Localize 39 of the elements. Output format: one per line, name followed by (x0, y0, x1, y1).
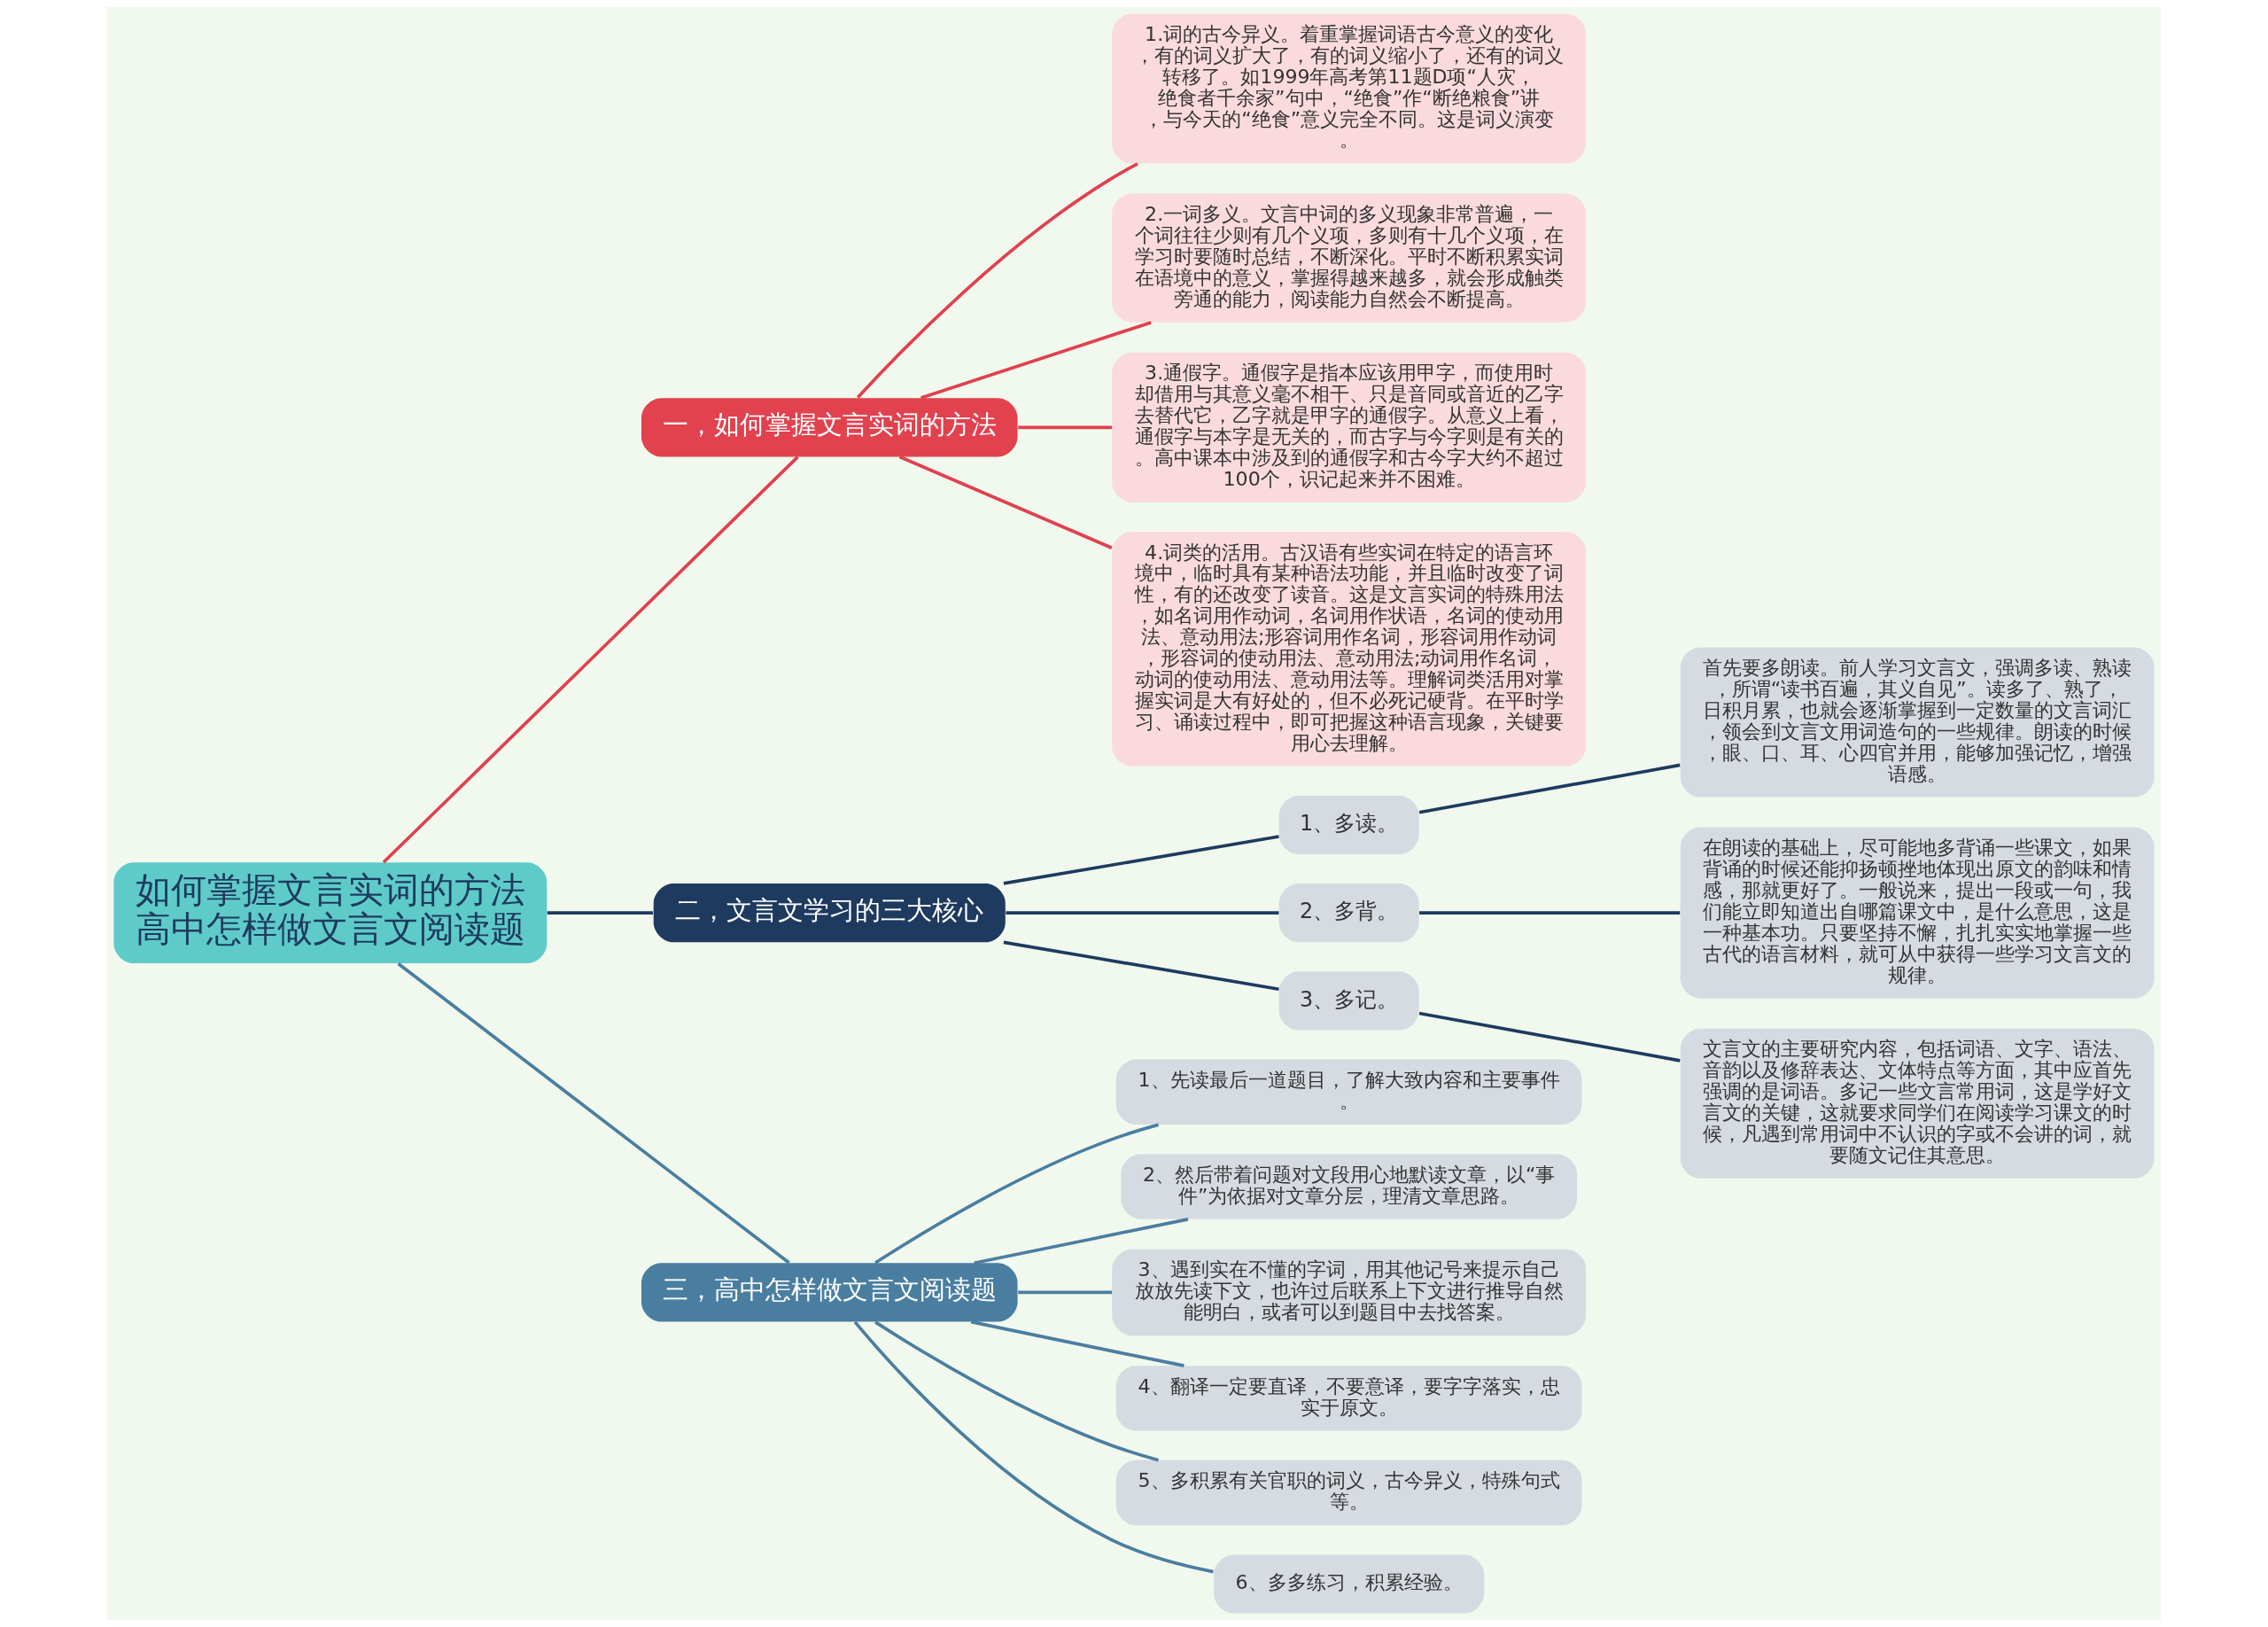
node-box: 6、多多练习，积累经验。 (1214, 1554, 1485, 1614)
node-box: 1、先读最后一道题目，了解大致内容和主要事件。 (1115, 1059, 1582, 1125)
connector (874, 1123, 1160, 1265)
connector (856, 162, 1138, 399)
connector (397, 962, 790, 1265)
node-box: 2、然后带着问题对文段用心地默读文章，以“事件”为依据对文章分层，理清文章思路。 (1121, 1154, 1577, 1219)
node-box: 3.通假字。通假字是指本应该用甲字，而使用时却借用与其意义毫不相干、只是音同或音近的乙字去替代它，乙字就是甲字的通假字。从意义上看，通假字与本字是无关的，而古字与今字则是有关的。高中课本中涉及到的通假字和古今字大约不超过100个，识记起来并不困难。 (1112, 352, 1587, 502)
connector (970, 1320, 1184, 1367)
connector (974, 1218, 1189, 1265)
connector (898, 455, 1113, 549)
node-box: 首先要多朗读。前人学习文言文，强调多读、熟读，所谓“读书百遍，其义自见”。读多了、熟了，日积月累，也就会逐渐掌握到一定数量的文言词汇，领会到文言文用词造句的一些规律。朗读的时候，眼、口、耳、心四官并用，能够加强记忆，增强语感。 (1680, 647, 2155, 798)
node-box: 如何掌握文言实词的方法 高中怎样做文言文阅读题 (113, 862, 548, 964)
connector (382, 455, 799, 864)
node-box: 2、多背。 (1278, 884, 1419, 943)
connector (1018, 1290, 1113, 1295)
connector (874, 1320, 1160, 1462)
node-box: 5、多积累有关官职的词义，古今异义，特殊句式等。 (1115, 1460, 1582, 1526)
connector (853, 1320, 1214, 1574)
node-box: 4.词类的活用。古汉语有些实词在特定的语言环境中，临时具有某种语法功能，并且临时改变了词性，有的还改变了读音。这是文言实词的特殊用法，如名词用作动词，名词用作状语，名词的使动用法、意动用法;形容词用作名词，形容词用作动词，形容词的使动用法、意动用法;动词用作名词，动词的使动用法、意动用法等。理解词类活用对掌握实词是大有好处的，但不必死记硬背。在平时学习、诵读过程中，即可把握这种语言现象，关键要用心去理解。 (1112, 532, 1587, 767)
node-box: 在朗读的基础上，尽可能地多背诵一些课文，如果背诵的时候还能抑扬顿挫地体现出原文的韵味和情感，那就更好了。一般说来，提出一段或一句，我们能立即知道出自哪篇课文中，是什么意思，这是一种基本功。只要坚持不懈，扎扎实实地掌握一些古代的语言材料，就可从中获得一些学习文言文的规律。 (1680, 827, 2155, 999)
connector (1418, 763, 1681, 814)
connector (1419, 911, 1681, 915)
connector (1418, 1011, 1681, 1063)
node-box: 3、多记。 (1278, 971, 1419, 1031)
node-box: 3、遇到实在不懂的字词，用其他记号来提示自己放放先读下文，也许过后联系上下文进行推导自然能明白，或者可以到题目中去找答案。 (1112, 1249, 1587, 1336)
node-box: 二，文言文学习的三大核心 (653, 884, 1006, 943)
connector (1006, 911, 1279, 915)
connector (1003, 940, 1279, 992)
node-box: 一，如何掌握文言实词的方法 (641, 398, 1018, 457)
connector (1003, 835, 1279, 885)
node-box: 4、翻译一定要直译，不要意译，要字字落实，忠实于原文。 (1115, 1366, 1582, 1431)
node-box: 1、多读。 (1278, 795, 1419, 854)
connector (1018, 425, 1113, 430)
node-box: 1.词的古今异义。着重掌握词语古今意义的变化，有的词义扩大了，有的词义缩小了，还有的词义转移了。如1999年高考第11题D项“人灾，绝食者千余家”句中，“绝食”作“断绝粮食”讲，与今天的“绝食”意义完全不同。这是词义演变。 (1112, 13, 1587, 164)
connector (547, 911, 653, 915)
connector (920, 321, 1152, 400)
node-box: 文言文的主要研究内容，包括词语、文字、语法、音韵以及修辞表达、文体特点等方面，其中应首先强调的是词语。多记一些文言常用词，这是学好文言文的关键，这就要求同学们在阅读学习课文的时候，凡遇到常用词中不认识的字或不会讲的词，就要随文记住其意思。 (1680, 1028, 2155, 1179)
node-box: 三，高中怎样做文言文阅读题 (641, 1263, 1018, 1322)
node-box: 2.一词多义。文言中词的多义现象非常普遍，一个词往往少则有几个义项，多则有十几个义项，在学习时要随时总结，不断深化。平时不断积累实词在语境中的意义，掌握得越来越多，就会形成触类旁通的能力，阅读能力自然会不断提高。 (1112, 193, 1587, 323)
